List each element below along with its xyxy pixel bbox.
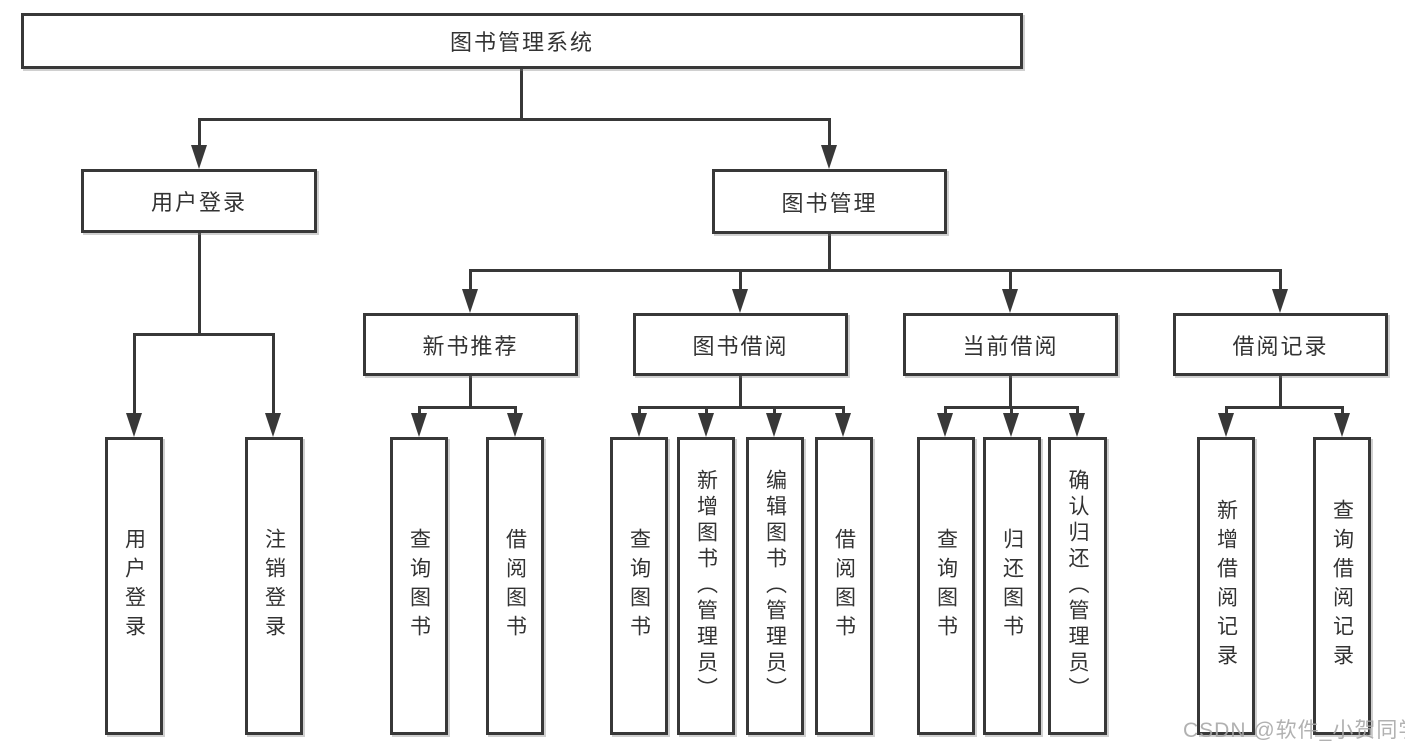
arrowhead-icon bbox=[1334, 413, 1350, 437]
connector-line bbox=[133, 333, 275, 336]
connector-line bbox=[198, 118, 201, 147]
connector-line bbox=[1076, 406, 1079, 415]
connector-line bbox=[272, 333, 275, 413]
node-label: 用户登录 bbox=[122, 528, 146, 644]
arrowhead-icon bbox=[462, 289, 478, 313]
node-label: 查询图书 bbox=[934, 528, 958, 644]
node-label: 图书管理 bbox=[781, 190, 878, 216]
node-label: 注销登录 bbox=[262, 528, 286, 644]
connector-line bbox=[1341, 406, 1344, 415]
leaf-return-books: 归还图书 bbox=[983, 437, 1041, 735]
connector-line bbox=[739, 269, 742, 291]
connector-line bbox=[828, 234, 831, 271]
connector-line bbox=[133, 333, 136, 413]
node-book-management: 图书管理 bbox=[712, 169, 947, 234]
node-library-management-system: 图书管理系统 bbox=[21, 13, 1023, 69]
arrowhead-icon bbox=[411, 413, 427, 437]
node-label: 查询图书 bbox=[407, 528, 431, 644]
arrowhead-icon bbox=[766, 413, 782, 437]
leaf-confirm-return-admin: 确认归还（管理员） bbox=[1048, 437, 1107, 735]
arrowhead-icon bbox=[698, 413, 714, 437]
node-label: 当前借阅 bbox=[962, 333, 1059, 359]
connector-line bbox=[1279, 269, 1282, 291]
csdn-watermark: CSDN @软件_小贺同学 bbox=[1183, 719, 1405, 742]
arrowhead-icon bbox=[1218, 413, 1234, 437]
connector-line bbox=[469, 269, 472, 291]
connector-line bbox=[469, 376, 472, 408]
arrowhead-icon bbox=[1272, 289, 1288, 313]
connector-line bbox=[638, 406, 641, 415]
connector-line bbox=[469, 269, 1282, 272]
arrowhead-icon bbox=[1069, 413, 1085, 437]
leaf-user-login: 用户登录 bbox=[105, 437, 163, 735]
node-borrowing-records: 借阅记录 bbox=[1173, 313, 1388, 376]
connector-line bbox=[418, 406, 421, 415]
arrowhead-icon bbox=[821, 145, 837, 169]
leaf-borrow-books-recommend: 借阅图书 bbox=[486, 437, 544, 735]
node-new-book-recommendation: 新书推荐 bbox=[363, 313, 578, 376]
arrowhead-icon bbox=[507, 413, 523, 437]
connector-line bbox=[705, 406, 708, 415]
leaf-borrow-books: 借阅图书 bbox=[815, 437, 873, 735]
connector-line bbox=[1225, 406, 1228, 415]
connector-line bbox=[739, 376, 742, 408]
connector-line bbox=[1225, 406, 1344, 409]
leaf-query-books-borrow: 查询图书 bbox=[610, 437, 668, 735]
node-label: 新增借阅记录 bbox=[1214, 499, 1238, 673]
node-label: 用户登录 bbox=[150, 190, 247, 215]
arrowhead-icon bbox=[1003, 413, 1019, 437]
connector-line bbox=[520, 67, 523, 120]
arrowhead-icon bbox=[126, 413, 142, 437]
connector-line bbox=[1009, 376, 1012, 408]
node-label: 查询图书 bbox=[627, 528, 651, 644]
leaf-logout: 注销登录 bbox=[245, 437, 303, 735]
connector-line bbox=[773, 406, 776, 415]
arrowhead-icon bbox=[937, 413, 953, 437]
connector-line bbox=[1010, 406, 1013, 415]
arrowhead-icon bbox=[835, 413, 851, 437]
leaf-query-books-current: 查询图书 bbox=[917, 437, 975, 735]
arrowhead-icon bbox=[265, 413, 281, 437]
connector-line bbox=[198, 233, 201, 335]
leaf-add-book-admin: 新增图书（管理员） bbox=[677, 437, 735, 735]
connector-line bbox=[198, 118, 831, 121]
node-label: 图书借阅 bbox=[692, 333, 789, 359]
leaf-add-borrow-record: 新增借阅记录 bbox=[1197, 437, 1255, 735]
node-label: 借阅图书 bbox=[832, 528, 856, 644]
node-user-login: 用户登录 bbox=[81, 169, 317, 233]
connector-line bbox=[944, 406, 947, 415]
connector-line bbox=[828, 118, 831, 147]
node-label: 归还图书 bbox=[1000, 528, 1024, 644]
connector-line bbox=[418, 406, 517, 409]
arrowhead-icon bbox=[631, 413, 647, 437]
arrowhead-icon bbox=[1002, 289, 1018, 313]
leaf-edit-book-admin: 编辑图书（管理员） bbox=[746, 437, 804, 735]
leaf-query-borrow-record: 查询借阅记录 bbox=[1313, 437, 1371, 735]
connector-line bbox=[842, 406, 845, 415]
node-label: 借阅图书 bbox=[503, 528, 527, 644]
node-book-borrowing: 图书借阅 bbox=[633, 313, 848, 376]
leaf-query-books-recommend: 查询图书 bbox=[390, 437, 448, 735]
node-label: 新增图书（管理员） bbox=[694, 469, 718, 703]
arrowhead-icon bbox=[732, 289, 748, 313]
arrowhead-icon bbox=[191, 145, 207, 169]
node-label: 新书推荐 bbox=[422, 333, 519, 359]
node-label: 确认归还（管理员） bbox=[1066, 469, 1089, 703]
node-label: 借阅记录 bbox=[1232, 333, 1329, 359]
connector-line bbox=[514, 406, 517, 415]
node-label: 编辑图书（管理员） bbox=[763, 469, 787, 703]
connector-line bbox=[1009, 269, 1012, 291]
connector-line bbox=[1279, 376, 1282, 408]
node-label: 查询借阅记录 bbox=[1330, 499, 1354, 673]
node-label: 图书管理系统 bbox=[449, 30, 594, 55]
node-current-borrowing: 当前借阅 bbox=[903, 313, 1118, 376]
connector-line bbox=[638, 406, 845, 409]
